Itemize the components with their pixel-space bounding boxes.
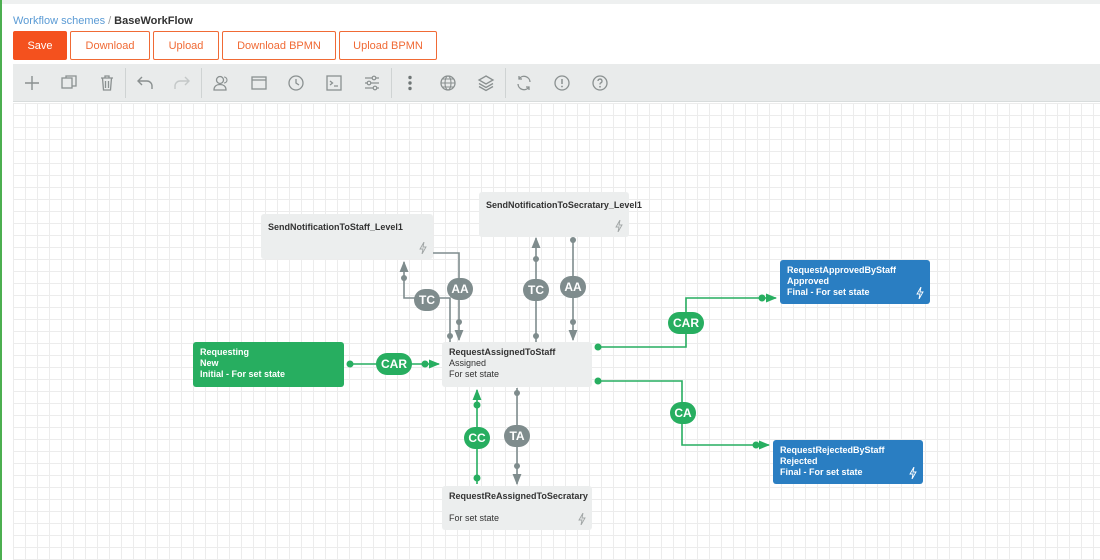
breadcrumb-parent-link[interactable]: Workflow schemes — [13, 15, 106, 27]
node-note: Final - For set state — [787, 287, 870, 297]
node-title: RequestRejectedByStaff — [780, 445, 885, 455]
node-state: Assigned — [449, 358, 487, 368]
node-title: RequestApprovedByStaff — [787, 265, 897, 275]
toolbar-divider — [201, 68, 202, 98]
refresh-icon[interactable] — [514, 73, 534, 93]
help-icon[interactable] — [590, 73, 610, 93]
save-button[interactable]: Save — [13, 31, 67, 60]
layers-icon[interactable] — [476, 73, 496, 93]
designer-toolbar — [13, 64, 1100, 102]
activity-send-notification-secretary[interactable]: SendNotificationToSecratary_Level1 — [479, 192, 642, 237]
globe-icon[interactable] — [438, 73, 458, 93]
trash-icon[interactable] — [97, 73, 117, 93]
activity-request-approved[interactable]: RequestApprovedByStaff Approved Final - … — [780, 260, 930, 304]
lightning-icon — [909, 467, 917, 479]
node-note: Initial - For set state — [200, 369, 286, 379]
toolbar-divider — [125, 68, 126, 98]
breadcrumb: Workflow schemes/BaseWorkFlow — [13, 15, 193, 27]
transition-ta-reassign[interactable]: TA — [504, 425, 530, 447]
toolbar-divider — [505, 68, 506, 98]
left-border — [0, 0, 2, 560]
transition-ca-rejected[interactable]: CA — [670, 402, 696, 424]
download-bpmn-button[interactable]: Download BPMN — [222, 31, 336, 60]
transition-car-approved[interactable]: CAR — [668, 312, 704, 334]
terminal-icon[interactable] — [324, 73, 344, 93]
activity-requesting[interactable]: Requesting New Initial - For set state — [193, 342, 344, 387]
more-vertical-icon[interactable] — [400, 73, 420, 93]
node-state: New — [200, 358, 219, 368]
lightning-icon — [916, 287, 924, 299]
node-title: SendNotificationToSecratary_Level1 — [486, 200, 642, 210]
node-note: For set state — [449, 513, 500, 523]
node-note: Final - For set state — [780, 467, 863, 477]
undo-icon[interactable] — [135, 73, 155, 93]
node-state: Approved — [787, 276, 830, 286]
top-strip — [2, 0, 1100, 4]
breadcrumb-current: BaseWorkFlow — [114, 15, 193, 27]
upload-bpmn-button[interactable]: Upload BPMN — [339, 31, 437, 60]
activity-request-assigned[interactable]: RequestAssignedToStaff Assigned For set … — [442, 342, 592, 387]
transition-aa-staff[interactable]: AA — [447, 278, 473, 300]
node-state: Rejected — [780, 456, 818, 466]
activity-request-rejected[interactable]: RequestRejectedByStaff Rejected Final - … — [773, 440, 923, 484]
toolbar-divider — [391, 68, 392, 98]
download-button[interactable]: Download — [70, 31, 150, 60]
clock-icon[interactable] — [286, 73, 306, 93]
lightning-icon — [419, 242, 427, 254]
node-title: RequestAssignedToStaff — [449, 347, 556, 357]
node-title: RequestReAssignedToSecratary — [449, 491, 588, 501]
copy-icon[interactable] — [59, 73, 79, 93]
activity-send-notification-staff[interactable]: SendNotificationToStaff_Level1 — [261, 214, 433, 259]
transition-car-main[interactable]: CAR — [376, 353, 412, 375]
transition-tc-secretary[interactable]: TC — [523, 279, 549, 301]
redo-icon[interactable] — [172, 73, 192, 93]
transition-cc-reassign[interactable]: CC — [464, 427, 490, 449]
node-title: Requesting — [200, 347, 250, 357]
node-note: For set state — [449, 369, 500, 379]
transition-aa-secretary[interactable]: AA — [560, 276, 586, 298]
users-icon[interactable] — [211, 73, 231, 93]
transition-tc-staff[interactable]: TC — [414, 289, 440, 311]
alert-icon[interactable] — [552, 73, 572, 93]
sliders-icon[interactable] — [362, 73, 382, 93]
lightning-icon — [578, 513, 586, 525]
upload-button[interactable]: Upload — [153, 31, 219, 60]
activity-request-reassigned[interactable]: RequestReAssignedToSecratary For set sta… — [442, 486, 592, 530]
window-icon[interactable] — [249, 73, 269, 93]
lightning-icon — [615, 220, 623, 232]
plus-icon[interactable] — [22, 73, 42, 93]
node-title: SendNotificationToStaff_Level1 — [268, 222, 403, 232]
breadcrumb-separator: / — [108, 15, 112, 27]
